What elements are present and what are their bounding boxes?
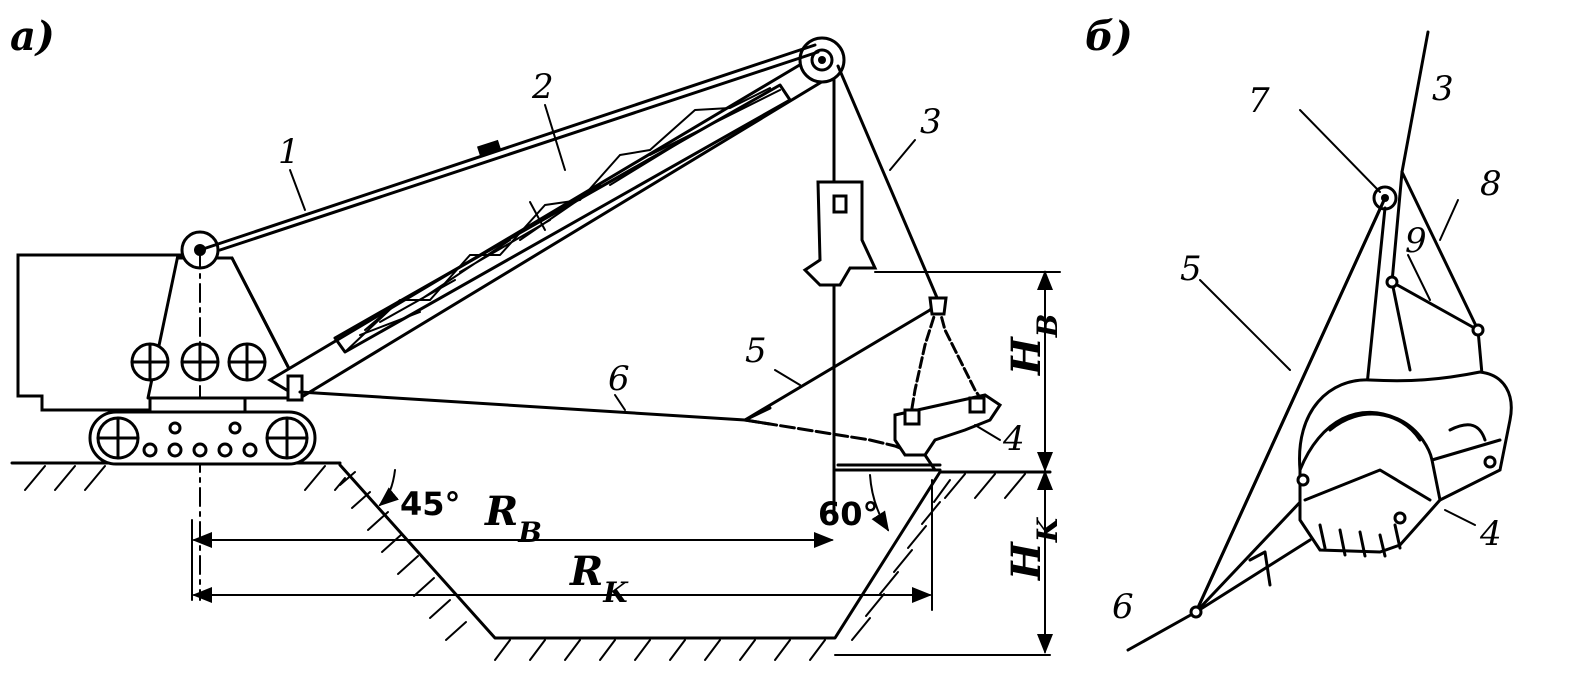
hoist-rope [832, 64, 940, 512]
drag-rope [298, 390, 912, 454]
callout-b-8: 8 [1480, 164, 1502, 204]
panel-b: б) 3 7 8 9 5 4 6 [1085, 13, 1513, 652]
callout-b-9: 9 [1405, 221, 1427, 261]
panel-label-b: б) [1085, 13, 1133, 60]
drum-wheels [130, 342, 267, 382]
dump-rope [743, 296, 987, 426]
bucket-raised [802, 180, 878, 287]
callout-2: 2 [531, 67, 554, 107]
angle-45: 45° [400, 485, 461, 523]
dimension-lines [191, 270, 1061, 654]
dim-hk: HK [1003, 516, 1064, 581]
bucket-b [1248, 370, 1513, 587]
callout-b-5: 5 [1180, 249, 1202, 289]
angle-60: 60° [818, 495, 879, 533]
callout-4: 4 [1002, 419, 1025, 459]
bucket-digging [893, 393, 1003, 472]
callout-3: 3 [920, 102, 942, 142]
callout-b-4: 4 [1479, 514, 1502, 554]
dim-hb: HB [1003, 314, 1064, 376]
callout-b-7: 7 [1248, 81, 1270, 121]
panel-label-a: а) [10, 13, 55, 60]
boom-stay-rope [198, 43, 820, 252]
panel-a: а) 1 2 3 4 5 6 45° 60° RB RK HB HK [10, 13, 1064, 661]
callout-b-3: 3 [1432, 69, 1454, 109]
callout-1: 1 [278, 132, 300, 172]
callout-6: 6 [608, 359, 630, 399]
dim-rk: RK [569, 548, 629, 609]
hoist-rope-b [1400, 30, 1430, 174]
boom [267, 36, 846, 402]
callout-b-6: 6 [1112, 587, 1134, 627]
excavation-pit [338, 463, 1051, 661]
ground-surface [10, 461, 1052, 499]
callout-5: 5 [745, 331, 767, 371]
dim-rb: RB [484, 488, 542, 549]
crawler-tracks [88, 396, 317, 466]
